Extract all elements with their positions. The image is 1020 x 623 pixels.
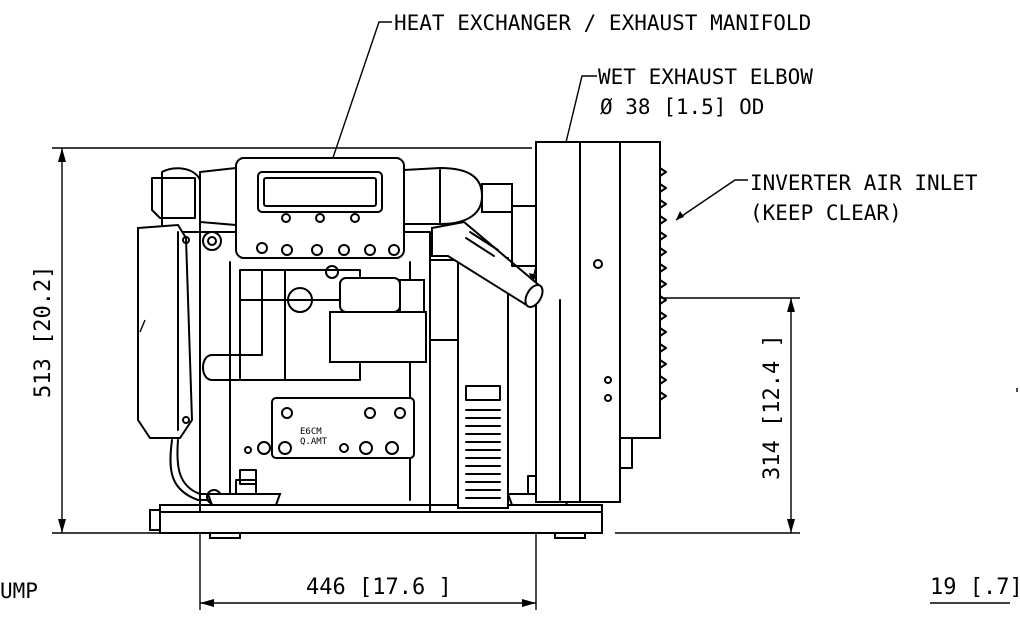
keep-clear-label: (KEEP CLEAR): [750, 201, 902, 225]
right-offset-value: 19 [.7]: [930, 575, 1020, 600]
starter-motor: [339, 277, 401, 313]
fan-fins: [465, 409, 501, 499]
alternator-cover: [137, 223, 194, 439]
plate-text-2: Q.AMT: [300, 437, 328, 447]
mounting-plate: [271, 397, 415, 459]
wet-exhaust-size-label: Ø 38 [1.5] OD: [600, 95, 764, 119]
inverter-fins: [659, 167, 667, 401]
exhaust-offset-value: 446 [17.6 ]: [306, 575, 452, 600]
heat-exchanger-label: HEAT EXCHANGER / EXHAUST MANIFOLD: [394, 11, 811, 35]
plate-text-1: E6CM: [300, 427, 322, 437]
generator-body: E6CM Q.AMT: [137, 141, 667, 539]
left-mount: [206, 493, 282, 506]
inverter-air-inlet-label: INVERTER AIR INLET: [750, 171, 978, 195]
inverter-housing: [619, 141, 661, 439]
right-offset-dimension: [930, 388, 1018, 604]
overall-height-value: 513 [20.2]: [31, 266, 56, 398]
inverter-leader: [675, 179, 748, 221]
cut-off-label: UMP: [0, 579, 38, 603]
overall-height-dimension: [52, 147, 532, 534]
exhaust-height-value: 314 [12.4 ]: [760, 334, 785, 480]
wet-exhaust-label: WET EXHAUST ELBOW: [598, 65, 813, 89]
inverter-front-column: [535, 141, 581, 503]
base-frame: [159, 504, 603, 534]
